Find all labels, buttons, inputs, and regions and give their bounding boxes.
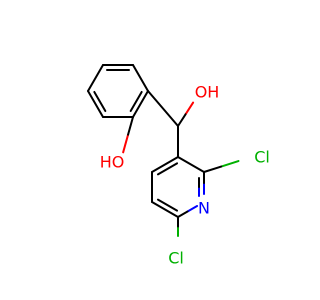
aryl-carbinol-bond: [147, 90, 179, 127]
carbinol-co-bond: [184, 101, 195, 116]
benzene-bond: [132, 64, 149, 92]
carbinol-oh-label: OH: [195, 83, 220, 102]
benzene-bond: [87, 90, 104, 118]
pyridine-n-label: N: [198, 199, 210, 218]
pyridine-bond-to-n: [177, 210, 189, 218]
benzene-bond: [132, 90, 149, 118]
pyridine-bond: [151, 201, 179, 218]
phenol-co-bond: [122, 133, 130, 154]
molecule-structure: HO OH N Cl Cl: [87, 64, 270, 268]
benzene-bond: [87, 64, 104, 92]
c-cl-bond: [203, 165, 223, 173]
pyridine-bond: [151, 156, 179, 173]
carbinol-co-bond: [177, 113, 187, 127]
pyridine-inner-double-bond: [156, 198, 179, 212]
phenol-oh-label: HO: [100, 153, 125, 172]
pyridine-bond-to-n: [186, 204, 199, 213]
pyridine-bond: [177, 156, 205, 173]
chlorine-bottom-label: Cl: [168, 249, 184, 268]
c-cl-bond: [220, 160, 240, 168]
benzene-inner-double-bond: [129, 90, 143, 113]
phenol-co-bond: [127, 116, 134, 136]
benzene-inner-double-bond: [93, 90, 107, 113]
pyridine-inner-double-bond: [156, 162, 179, 176]
chlorine-top-label: Cl: [254, 148, 270, 167]
